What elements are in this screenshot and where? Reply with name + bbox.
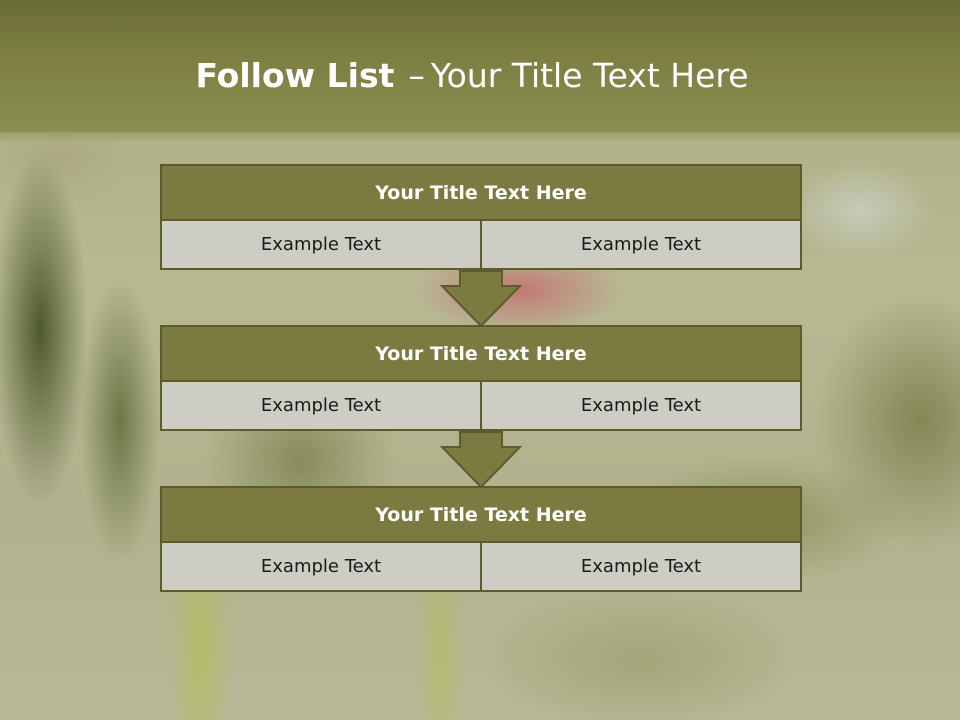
block-2-row: Example Text Example Text [160, 382, 802, 431]
block-3-title: Your Title Text Here [160, 486, 802, 543]
block-3-row: Example Text Example Text [160, 543, 802, 592]
block-2-title: Your Title Text Here [160, 325, 802, 382]
slide-title-rest: Your Title Text Here [430, 56, 749, 95]
title-bar [0, 0, 960, 132]
block-1-row: Example Text Example Text [160, 221, 802, 270]
list-block-2: Your Title Text Here Example Text Exampl… [160, 325, 802, 431]
list-block-3: Your Title Text Here Example Text Exampl… [160, 486, 802, 592]
down-arrow-icon [440, 431, 522, 489]
title-bar-fade [0, 126, 960, 142]
block-1-cell-right: Example Text [482, 221, 802, 270]
down-arrow-icon [440, 270, 522, 328]
slide-title-bold: Follow List [195, 56, 395, 95]
block-2-cell-left: Example Text [160, 382, 482, 431]
slide-title-dash: – [408, 56, 425, 95]
list-block-1: Your Title Text Here Example Text Exampl… [160, 164, 802, 270]
block-3-cell-left: Example Text [160, 543, 482, 592]
slide-title: Follow List–Your Title Text Here [0, 54, 944, 98]
block-1-title: Your Title Text Here [160, 164, 802, 221]
block-3-cell-right: Example Text [482, 543, 802, 592]
block-1-cell-left: Example Text [160, 221, 482, 270]
block-2-cell-right: Example Text [482, 382, 802, 431]
